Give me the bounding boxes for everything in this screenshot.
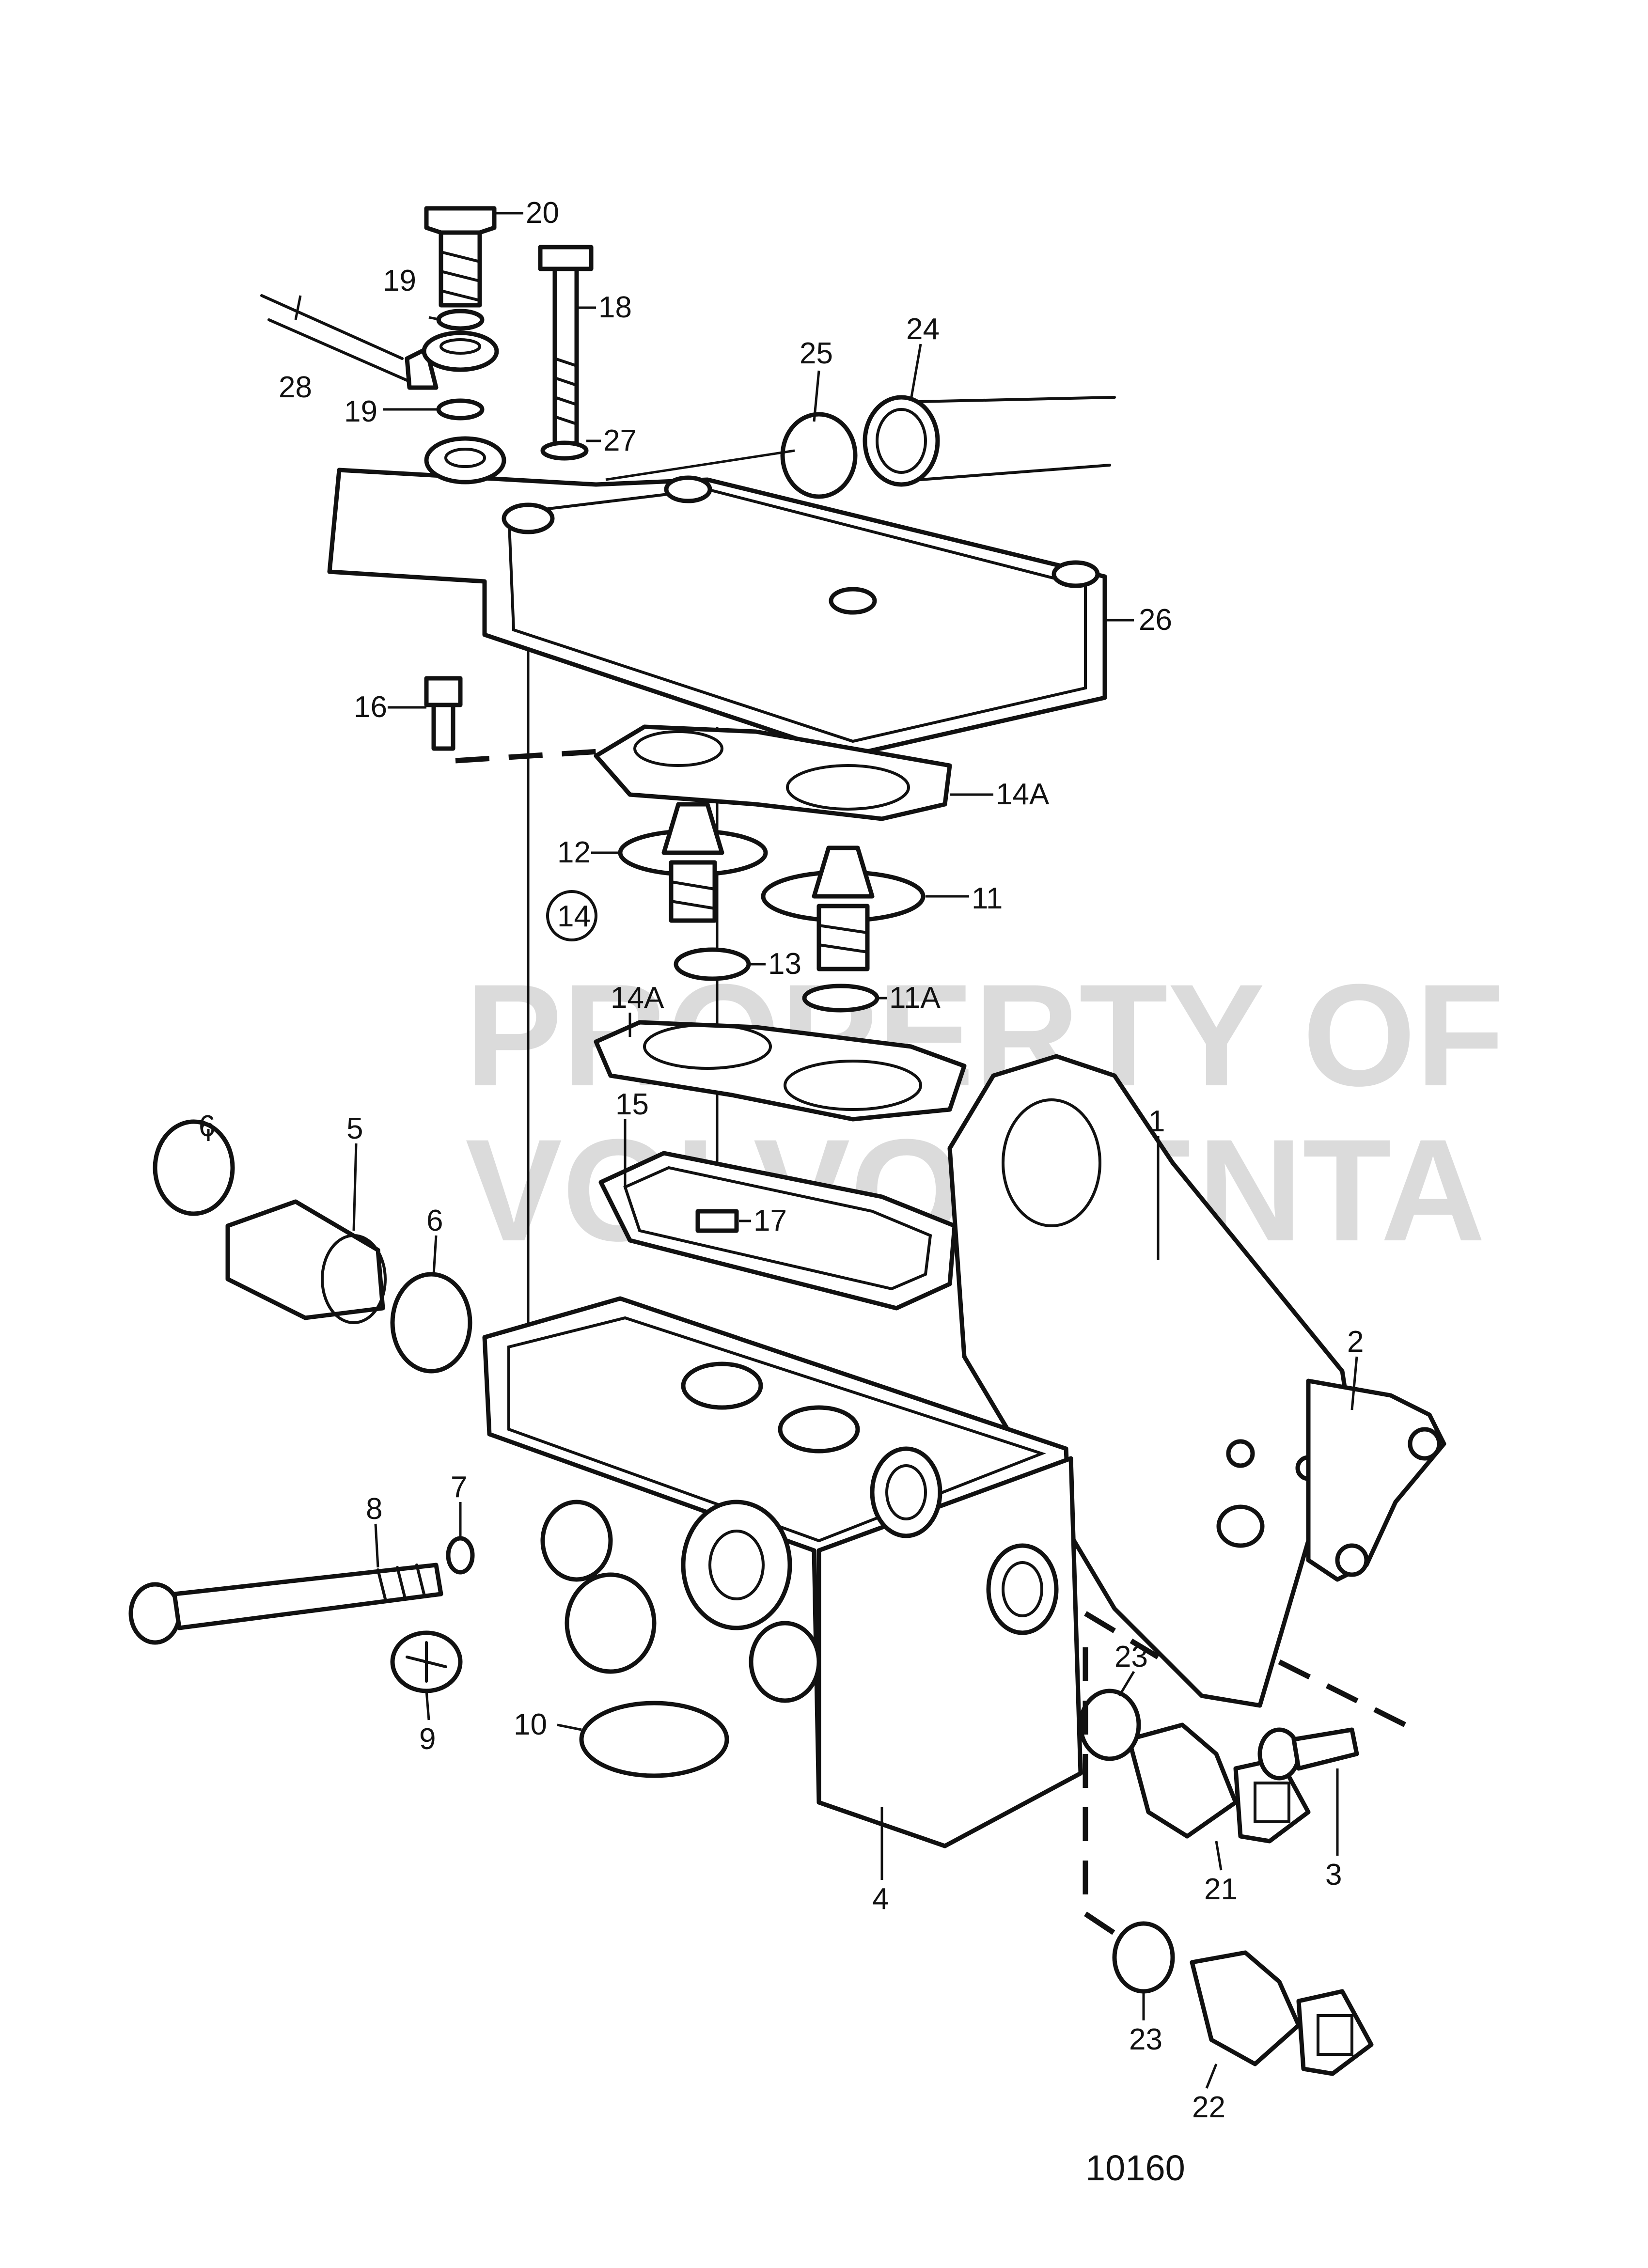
part-22-sensor <box>1190 1950 1374 2076</box>
callout-19-lower: 19 <box>344 395 377 428</box>
part-26-thermostat-housing <box>327 436 1107 758</box>
part-11a-seal-ring <box>802 984 879 1013</box>
part-19-upper-washer <box>436 309 485 331</box>
callout-13: 13 <box>768 947 801 981</box>
callout-16: 16 <box>354 690 387 724</box>
callout-9: 9 <box>419 1722 436 1756</box>
part-17-nut <box>695 1209 739 1233</box>
callout-24: 24 <box>906 313 940 346</box>
callout-22: 22 <box>1192 2091 1225 2124</box>
callout-23-upper: 23 <box>1114 1640 1148 1674</box>
callout-leader-lines <box>207 212 1358 2089</box>
drawing-number: 10160 <box>1085 2148 1185 2188</box>
part-23-o-ring-lower <box>1112 1921 1175 1994</box>
part-12-thermostat <box>618 802 768 923</box>
callout-5: 5 <box>346 1112 363 1145</box>
callout-14a-lower: 14A <box>611 981 664 1015</box>
callout-21: 21 <box>1204 1873 1238 1906</box>
callout-1: 1 <box>1148 1105 1165 1138</box>
part-9-plug <box>390 1630 463 1693</box>
part-14a-lower-gasket <box>594 1020 967 1122</box>
part-3-screw <box>1257 1727 1359 1781</box>
callout-6-right: 6 <box>426 1204 443 1237</box>
callout-25: 25 <box>800 337 833 370</box>
callout-17: 17 <box>753 1204 787 1237</box>
callout-12: 12 <box>557 836 591 869</box>
part-6-o-ring-right <box>390 1272 472 1374</box>
o-ring-alignment-line <box>605 449 795 481</box>
part-19-lower-washer <box>436 398 485 421</box>
mounting-dashed-lines <box>1083 1611 1407 1936</box>
callout-18: 18 <box>598 291 632 324</box>
callout-7: 7 <box>451 1470 467 1504</box>
part-20-banjo-bolt <box>424 206 497 308</box>
banjo-fitting <box>422 330 499 372</box>
callout-2: 2 <box>1347 1325 1364 1359</box>
part-8-bolt <box>128 1563 443 1645</box>
callout-19-upper: 19 <box>383 264 416 297</box>
callout-4: 4 <box>872 1882 889 1916</box>
callout-28: 28 <box>279 371 312 404</box>
part-21-sensor <box>1127 1722 1311 1844</box>
callout-15: 15 <box>615 1088 649 1121</box>
part-25-o-ring <box>780 412 858 499</box>
part-10-seal-ring <box>579 1701 729 1778</box>
callout-10: 10 <box>514 1708 547 1741</box>
callout-14: 14 <box>557 900 591 933</box>
part-27-washer <box>540 440 589 461</box>
part-7-washer <box>446 1536 475 1575</box>
callout-11a: 11A <box>889 981 941 1015</box>
callout-11: 11 <box>972 882 1003 915</box>
assembly-14-circle <box>546 890 597 941</box>
part-5-pipe <box>225 1199 387 1324</box>
callout-20: 20 <box>526 196 559 230</box>
callout-3: 3 <box>1325 1858 1342 1892</box>
callout-6-left: 6 <box>199 1110 215 1143</box>
callout-14a-upper: 14A <box>996 778 1050 811</box>
callout-8: 8 <box>366 1492 382 1526</box>
callout-labels: 20 19 18 28 19 27 25 24 26 16 14A 12 11 … <box>199 196 1364 2124</box>
part-6-o-ring-left <box>153 1119 235 1216</box>
part-11-thermostat <box>761 845 926 971</box>
callout-26: 26 <box>1139 603 1172 637</box>
part-15-seal <box>598 1151 957 1311</box>
part-4-housing <box>482 1296 1083 1848</box>
callout-27: 27 <box>603 424 637 457</box>
part-13-seal-ring <box>674 947 751 981</box>
part-2-strap <box>1306 1378 1446 1582</box>
part-16-screw <box>424 676 606 764</box>
part-23-o-ring-upper <box>1078 1689 1141 1761</box>
part-14a-upper-gasket <box>594 724 952 821</box>
part-24-pipe <box>863 395 1116 487</box>
part-18-bolt <box>538 245 594 446</box>
callout-23-lower: 23 <box>1129 2023 1162 2056</box>
